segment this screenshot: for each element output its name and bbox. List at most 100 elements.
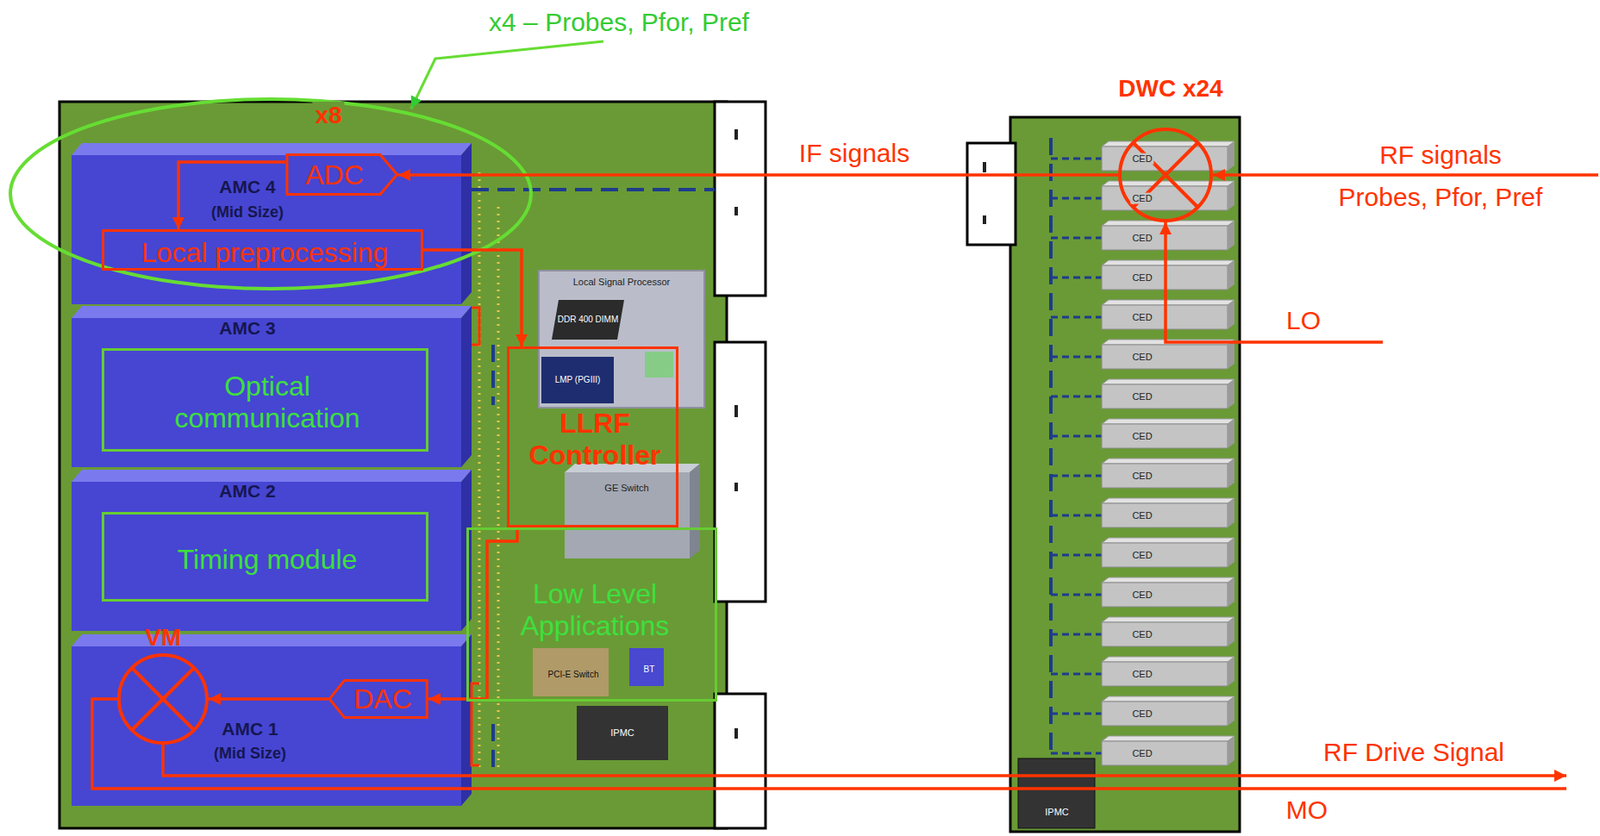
signal-arrow	[428, 527, 518, 700]
chip-top	[1101, 498, 1235, 504]
module-box: Timing module	[101, 512, 429, 602]
slot-mark	[471, 307, 480, 345]
node-text: DWC x24	[1118, 75, 1223, 103]
callout-leader	[411, 41, 604, 109]
bus-stub	[1050, 673, 1102, 676]
chip-top	[1101, 736, 1235, 742]
bus-stub	[1050, 593, 1102, 597]
node-text: Local Signal Processor	[573, 276, 671, 288]
ced-chip: CED	[1101, 265, 1228, 290]
bus-stub	[1050, 633, 1102, 637]
bus-stub	[1050, 157, 1102, 161]
chip-side	[1227, 141, 1235, 171]
connector-pins	[478, 172, 482, 768]
chip-body	[1101, 741, 1228, 766]
callout-text: x4 – Probes, Pfor, Pref	[488, 7, 750, 38]
connector-tab	[967, 143, 1016, 245]
bus-stub	[1050, 712, 1102, 716]
bus-stub	[1050, 752, 1102, 756]
chip-side	[1227, 656, 1235, 687]
node-text: CED	[1130, 431, 1154, 443]
amc-slot: AMC 3 Optical communication	[71, 306, 472, 468]
amc-slab-top	[71, 143, 472, 156]
connector-tab	[714, 101, 766, 296]
amc-slab	[71, 318, 462, 468]
chip-side	[1227, 300, 1235, 330]
bus-stub	[1050, 197, 1102, 200]
chip-top	[1101, 537, 1235, 544]
node-text: Optical communication	[159, 370, 375, 435]
amc-slab	[71, 646, 462, 807]
fpga-chip: LMP (PGIII)	[541, 356, 614, 404]
chip-body	[1101, 503, 1228, 528]
process-box: Local preprocessing	[101, 229, 424, 271]
amc-slab-top	[71, 634, 472, 647]
node-text: CED	[1130, 550, 1154, 562]
if-wire	[1010, 173, 1120, 177]
signal-arrow	[423, 250, 522, 347]
node-text: BT	[643, 664, 656, 675]
amc-slab	[71, 481, 462, 632]
node-text: VM	[144, 624, 182, 652]
rf-input-arrow	[1212, 173, 1599, 177]
chip-side	[1227, 577, 1235, 607]
node-text: Timing module	[177, 543, 358, 576]
node-text: (Mid Size)	[213, 744, 287, 763]
memory-chip: DDR 400 DIMM	[551, 300, 625, 340]
signal-arrow	[398, 173, 1011, 177]
tab-mark	[734, 206, 738, 216]
dac-block: DAC	[328, 679, 429, 719]
node-text: CED	[1130, 510, 1154, 522]
node-text: CED	[1130, 193, 1154, 205]
mo-wire	[92, 699, 1567, 789]
ced-chip: CED	[1101, 305, 1228, 330]
edge-label: IF signals	[796, 138, 913, 169]
signal-arrow	[208, 697, 329, 701]
chip-column	[1050, 141, 1235, 766]
node-text: AMC 2	[218, 481, 275, 502]
signal-name: RF signals	[1379, 140, 1502, 171]
amc-slab	[71, 155, 462, 305]
ipmc-chip: IPMC	[1018, 758, 1095, 829]
bus-stub	[1050, 554, 1102, 557]
backplane-trace	[491, 344, 495, 406]
chip-body	[1101, 424, 1228, 449]
chip-body	[1101, 344, 1228, 369]
ced-chip: CED	[1101, 701, 1228, 726]
tab-mark	[982, 215, 987, 225]
node-text: AMC 3	[218, 318, 275, 339]
amc-slab-side	[461, 143, 472, 305]
amc-slab-top	[71, 469, 472, 482]
signal-name: Probes, Pfor, Pref	[1338, 182, 1544, 213]
chip-body	[1101, 622, 1228, 647]
chip-side	[1227, 537, 1235, 568]
bus-stub	[1050, 514, 1102, 518]
switch-block	[564, 472, 690, 559]
bus-stub	[1050, 316, 1102, 319]
processor-panel: Local Signal ProcessorDDR 400 DIMM LMP (P…	[538, 270, 705, 408]
ipmc-chip: IPMC	[576, 706, 669, 761]
chip-body	[1101, 543, 1228, 568]
pentagon-shape	[287, 154, 398, 194]
signal-name: LO	[1286, 306, 1321, 337]
ced-chip: CED	[1101, 424, 1228, 449]
node-text: ADC	[305, 159, 364, 192]
chip-top	[1101, 577, 1235, 583]
chip-side	[1227, 379, 1235, 409]
chip-body	[1101, 582, 1228, 607]
chip-side	[1227, 458, 1235, 488]
node-text: DDR 400 DIMM	[557, 314, 619, 325]
node-text: GE Switch	[604, 482, 649, 494]
amc-slab-top	[71, 306, 472, 319]
node-text: CED	[1130, 312, 1154, 324]
chip-side	[1227, 498, 1235, 528]
chip-side	[1227, 220, 1235, 250]
node-text: CED	[1130, 391, 1154, 403]
node-text: CED	[1130, 153, 1154, 165]
node-text: IPMC	[1044, 806, 1069, 819]
chip-top	[1101, 260, 1235, 266]
ced-chip: CED	[1101, 662, 1228, 687]
slot-mark	[471, 683, 480, 766]
ced-chip: CED	[1101, 622, 1228, 647]
